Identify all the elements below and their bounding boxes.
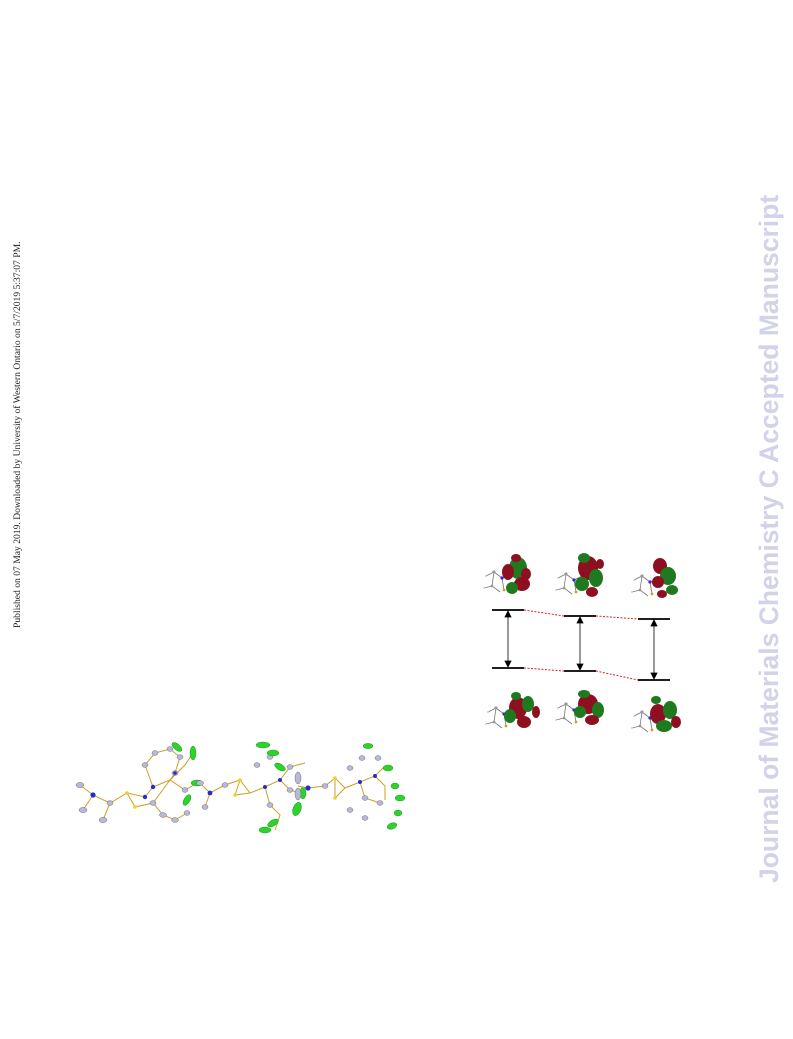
orbital-top-2	[554, 553, 604, 597]
journal-watermark: Journal of Materials Chemistry C Accepte…	[754, 194, 784, 883]
orbital-bottom-1	[484, 692, 540, 729]
orbital-top-3	[630, 558, 678, 598]
orbital-bottom-2	[554, 690, 604, 725]
molecule-3	[294, 743, 406, 830]
orbital-energy-diagram	[482, 553, 681, 733]
orbital-bottom-3	[630, 696, 681, 733]
gap-arrows	[504, 610, 658, 680]
level-connectors	[523, 609, 639, 681]
orbital-top-1	[482, 554, 531, 594]
molecule-1	[75, 742, 204, 823]
upper-levels	[492, 609, 670, 620]
lower-levels	[492, 667, 670, 681]
publication-note: Published on 07 May 2019. Downloaded by …	[12, 241, 23, 628]
crystal-structure-figure	[75, 741, 406, 834]
molecule-2	[196, 741, 307, 834]
